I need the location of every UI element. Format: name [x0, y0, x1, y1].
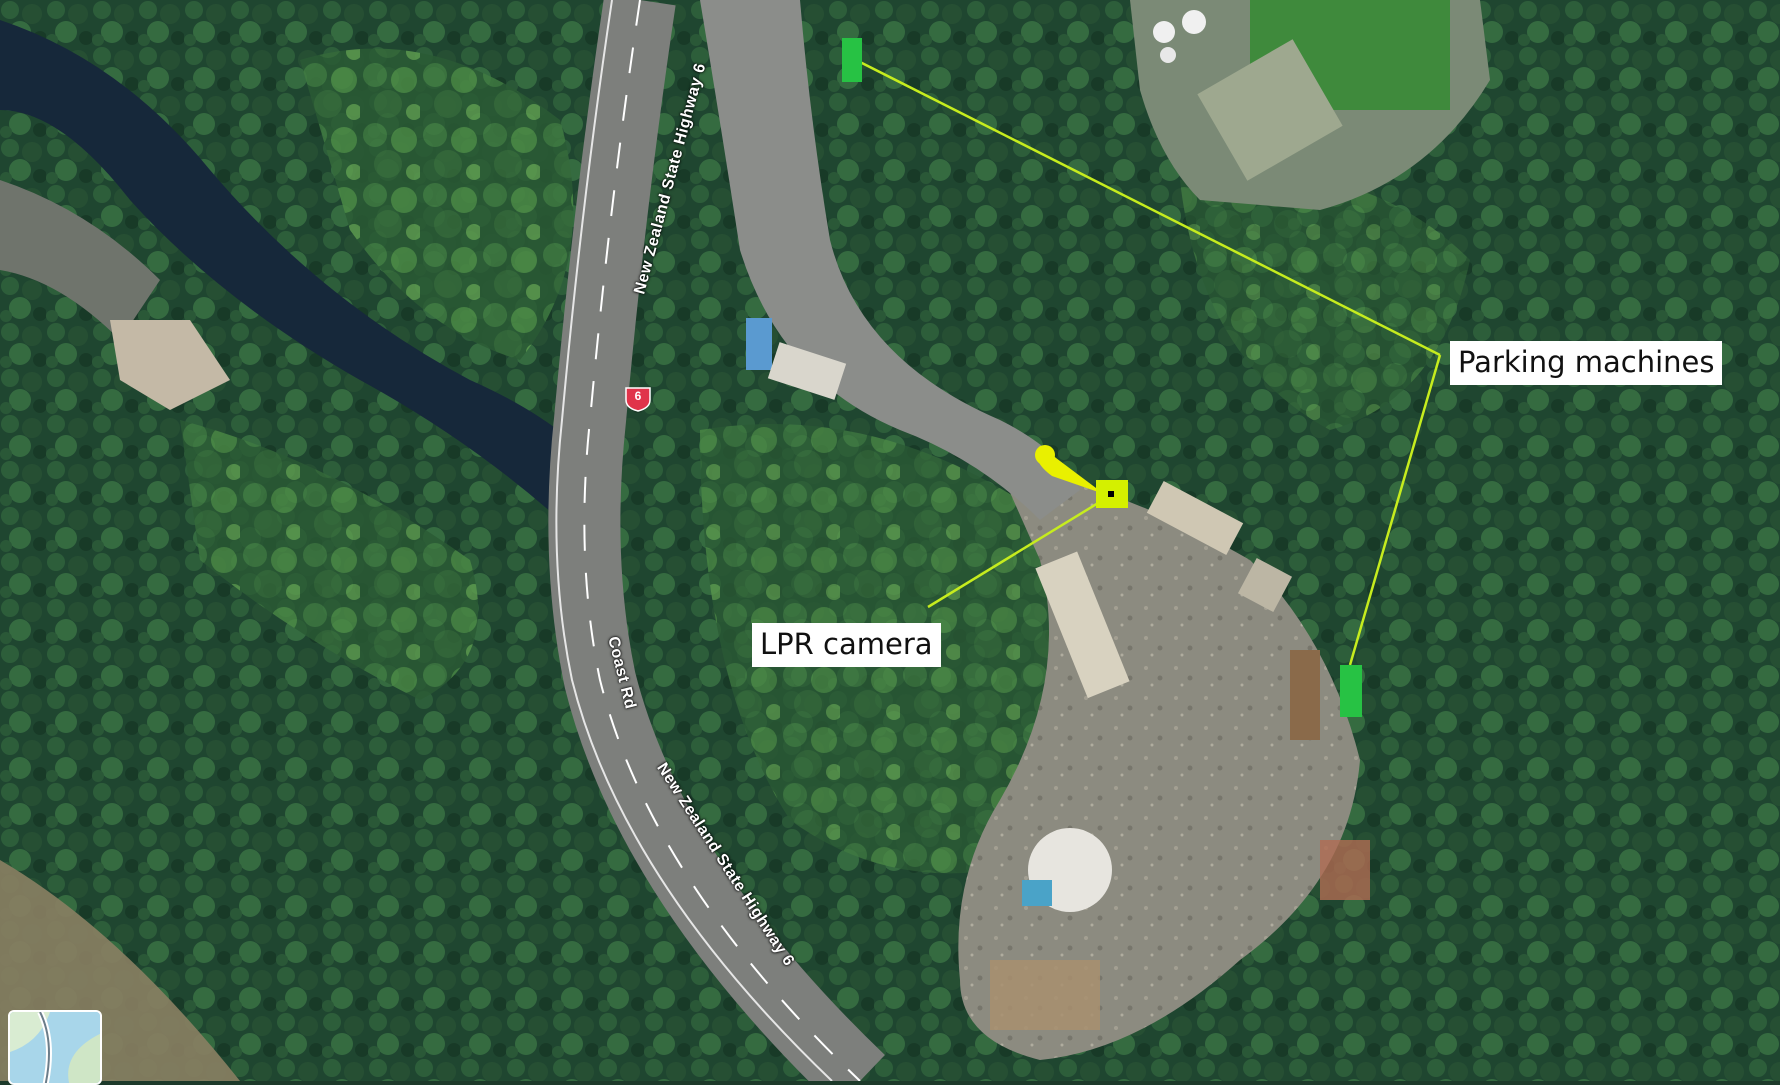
- highway-shield-icon: 6: [624, 384, 652, 412]
- building: [1237, 557, 1293, 613]
- leader-lines: [851, 56, 1442, 666]
- forest-patch: [180, 420, 479, 700]
- stockpile: [1320, 840, 1370, 900]
- stockpile: [990, 960, 1100, 1030]
- building: [1146, 480, 1244, 556]
- parking-machine-marker[interactable]: [842, 38, 862, 82]
- access-road: [700, 0, 1080, 520]
- storage-tank: [1153, 21, 1175, 43]
- lpr-leader-line: [927, 495, 1109, 609]
- parking-leader-line-1: [851, 56, 1441, 357]
- forest-patch: [300, 48, 574, 361]
- building: [1022, 880, 1052, 906]
- storage-tank: [1160, 47, 1176, 63]
- rock-outcrop: [0, 180, 160, 340]
- building: [1035, 551, 1130, 699]
- lpr-camera-dot: [1108, 491, 1114, 497]
- building: [746, 318, 772, 370]
- stockpile: [1290, 650, 1320, 740]
- map-layer-thumbnail-icon: [10, 1012, 100, 1083]
- highway-shield-number: 6: [634, 389, 642, 403]
- camera-fov: [1035, 445, 1055, 465]
- building: [1197, 39, 1343, 181]
- parking-leader-line-2: [1348, 354, 1442, 666]
- forest-patch: [1180, 173, 1470, 431]
- building: [767, 342, 847, 400]
- storage-tank: [1182, 10, 1206, 34]
- highway-centerline: [583, 0, 861, 1081]
- rock-outcrop: [110, 320, 230, 410]
- parking-machines-label: Parking machines: [1450, 341, 1723, 385]
- river-gorge: [0, 20, 600, 520]
- highway-edge-line: [555, 0, 833, 1081]
- lpr-camera-label: LPR camera: [752, 623, 941, 667]
- parking-machine-marker[interactable]: [1340, 665, 1362, 717]
- layer-toggle-button[interactable]: [8, 1010, 102, 1085]
